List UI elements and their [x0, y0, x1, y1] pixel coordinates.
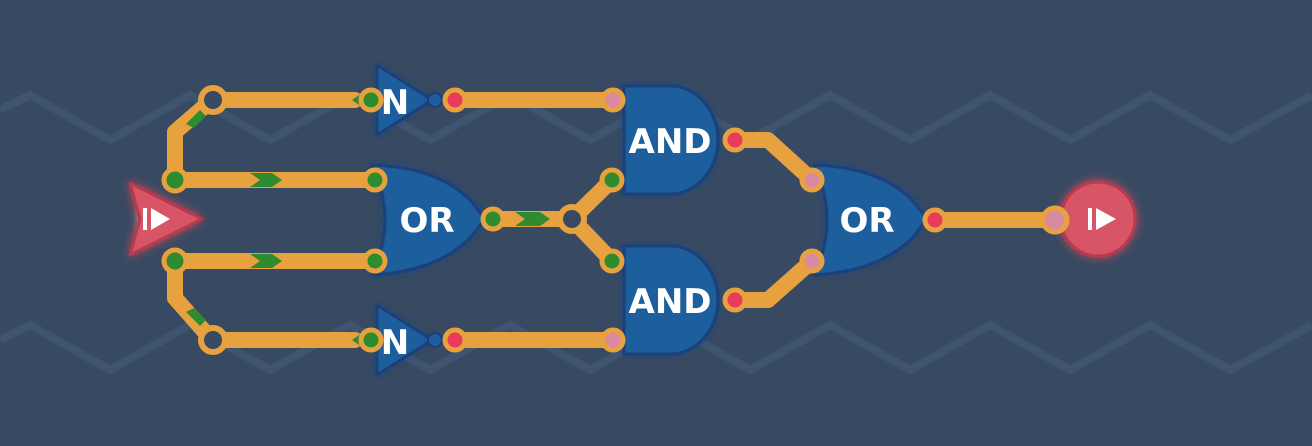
step-play-icon — [143, 208, 170, 230]
input-ports — [161, 166, 189, 275]
wire-and-top-or — [727, 132, 820, 188]
not-bubble — [427, 92, 443, 108]
or-gate-right[interactable]: OR — [799, 163, 948, 277]
port-red — [922, 207, 948, 233]
and-gate-bottom[interactable]: AND — [599, 244, 748, 356]
signal-arrow — [250, 254, 282, 268]
port-green — [480, 206, 506, 232]
junctions — [198, 85, 587, 355]
not-gate-bottom[interactable]: N — [358, 303, 468, 377]
wire-input-bottom — [167, 253, 363, 348]
port-green — [362, 167, 388, 193]
signal-arrow — [515, 212, 550, 226]
port-green — [161, 166, 189, 194]
port-red — [442, 327, 468, 353]
wire-and-bottom-or — [727, 253, 820, 308]
port-green — [161, 247, 189, 275]
gate-label: N — [381, 83, 409, 123]
not-gate-top[interactable]: N — [358, 63, 468, 137]
port-green — [358, 327, 384, 353]
port-pink — [799, 248, 825, 274]
signal-arrow — [250, 173, 282, 187]
port-red — [722, 127, 748, 153]
port-red — [442, 87, 468, 113]
signal-arrow — [186, 110, 206, 128]
port-green — [362, 248, 388, 274]
port-red — [722, 287, 748, 313]
gate-label: OR — [839, 201, 894, 241]
junction-node — [557, 204, 587, 234]
port-green — [599, 248, 625, 274]
port-pink — [600, 327, 626, 353]
gate-label: AND — [629, 282, 712, 322]
port-pink — [600, 87, 626, 113]
gate-label: AND — [629, 122, 712, 162]
port-green — [599, 167, 625, 193]
or-gate-left[interactable]: OR — [362, 163, 506, 277]
junction-node — [198, 325, 228, 355]
junction-node — [198, 85, 228, 115]
step-play-icon — [1088, 208, 1116, 230]
not-bubble — [427, 332, 443, 348]
port-pink — [1040, 205, 1070, 235]
output-node[interactable] — [1040, 180, 1137, 258]
and-gate-top[interactable]: AND — [599, 84, 748, 196]
gate-label: OR — [399, 201, 454, 241]
wire-input-top — [167, 92, 363, 188]
signal-arrow — [186, 308, 206, 326]
input-node[interactable] — [128, 181, 204, 257]
port-pink — [799, 167, 825, 193]
gate-label: N — [381, 323, 409, 363]
port-green — [358, 87, 384, 113]
